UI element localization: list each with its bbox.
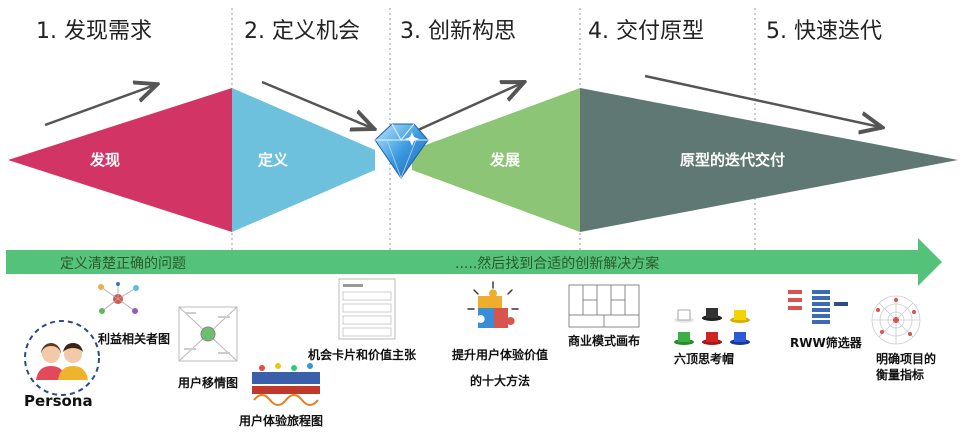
metrics-radar-icon xyxy=(871,295,921,345)
rww-filter-icon xyxy=(788,290,848,324)
discover-shape xyxy=(8,88,232,232)
stage-title-3: 3. 创新构思 xyxy=(400,19,516,44)
puzzle-icon xyxy=(467,281,519,328)
rww-filter-label: RWW筛选器 xyxy=(790,336,862,350)
define-shape xyxy=(232,88,375,232)
six-hats-label: 六顶思考帽 xyxy=(674,352,735,366)
develop-label: 发展 xyxy=(489,151,520,169)
deliver-label: 原型的迭代交付 xyxy=(680,151,785,169)
flow-arrow-3 xyxy=(417,83,522,132)
stakeholder-map-label: 利益相关者图 xyxy=(98,332,171,346)
stage-title-4: 4. 交付原型 xyxy=(588,19,704,44)
persona-avatar-icon xyxy=(24,320,100,396)
opportunity-card-label: 机会卡片和价值主张 xyxy=(308,348,417,362)
stakeholder-map-icon xyxy=(98,282,139,314)
empathy-map-label: 用户移情图 xyxy=(178,376,239,390)
metrics-label-line2: 衡量指标 xyxy=(876,368,925,382)
develop-shape xyxy=(412,88,580,232)
deliver-shape xyxy=(580,88,958,232)
ux-methods-label-line2: 的十大方法 xyxy=(470,374,531,388)
opportunity-card-icon xyxy=(338,278,396,340)
journey-map-label: 用户体验旅程图 xyxy=(239,414,324,428)
business-canvas-icon xyxy=(568,284,640,328)
banner-left-text: 定义清楚正确的问题 xyxy=(60,256,186,272)
flow-arrow-1 xyxy=(44,85,155,127)
business-canvas-label: 商业模式画布 xyxy=(568,334,641,348)
ux-methods-label-line1: 提升用户体验价值 xyxy=(452,348,549,362)
flow-arrow-4 xyxy=(644,74,880,127)
stage-title-5: 5. 快速迭代 xyxy=(766,19,882,44)
banner-arrow xyxy=(6,238,942,286)
diamond-icon xyxy=(374,123,429,180)
empathy-map-icon xyxy=(178,306,238,362)
flow-arrows xyxy=(44,74,880,132)
persona-label: Persona xyxy=(24,392,93,410)
flow-arrow-2 xyxy=(261,80,372,128)
define-label: 定义 xyxy=(258,151,288,169)
discover-label: 发现 xyxy=(89,151,120,169)
stage-title-1: 1. 发现需求 xyxy=(36,19,152,44)
metrics-label-line1: 明确项目的 xyxy=(876,352,937,366)
six-hats-icon xyxy=(674,308,750,345)
banner-right-text: .....然后找到合适的创新解决方案 xyxy=(455,255,659,272)
stage-title-2: 2. 定义机会 xyxy=(244,19,360,44)
journey-map-icon xyxy=(252,363,320,406)
